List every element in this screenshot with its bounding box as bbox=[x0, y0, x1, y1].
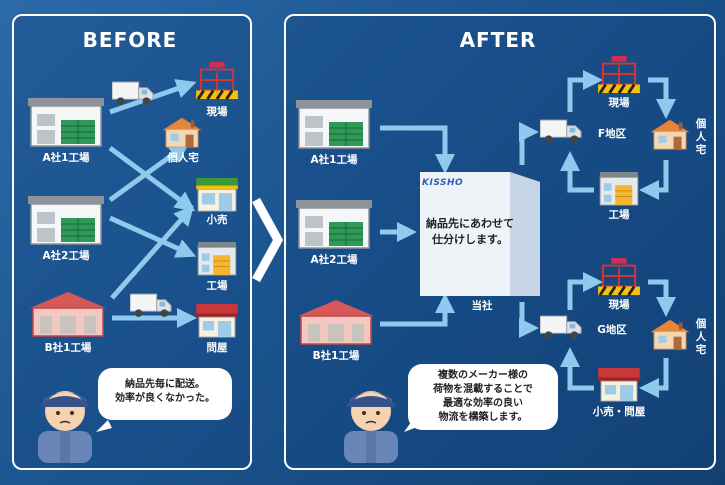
before-dest-house-label: 個人宅 bbox=[167, 152, 199, 164]
before-dest-site-label: 現場 bbox=[206, 106, 228, 118]
arrow-b1-retail bbox=[110, 205, 194, 300]
arrow-a1-hub bbox=[380, 125, 455, 174]
arrow-a1-retail bbox=[108, 145, 196, 212]
before-speech-bubble: 納品先毎に配送。 効率が良くなかった。 bbox=[98, 368, 232, 420]
region-f-site-label: 現場 bbox=[608, 97, 630, 109]
factory-a1-icon bbox=[296, 100, 372, 149]
arrow-g-truck-site bbox=[567, 272, 603, 310]
retail-wholesale-icon bbox=[598, 368, 640, 402]
convenience-store-icon bbox=[196, 178, 238, 212]
arrow-f-truck-site bbox=[567, 70, 603, 112]
hub-brand-logo: KISSHO bbox=[422, 178, 464, 188]
arrow-b1-hub bbox=[380, 293, 455, 327]
speech-line: 複数のメーカー様の bbox=[438, 370, 528, 381]
after-speech-bubble: 複数のメーカー様の 荷物を混載することで 最適な効率の良い 物流を構築します。 bbox=[408, 364, 558, 430]
truck-icon bbox=[112, 81, 154, 106]
speech-line: 最適な効率の良い bbox=[443, 398, 523, 409]
wholesale-store-icon bbox=[196, 304, 238, 338]
hub-description: 納品先にあわせて 仕分けします。 bbox=[420, 216, 520, 248]
hub-warehouse-box bbox=[420, 172, 540, 296]
plant-icon bbox=[197, 242, 237, 276]
factory-a2-icon bbox=[296, 200, 372, 249]
before-dest-wholesale-label: 問屋 bbox=[206, 342, 228, 354]
before-dest-retail-label: 小売 bbox=[206, 214, 228, 226]
arrow-hub-f bbox=[518, 122, 539, 165]
arrow-g-house-shop bbox=[639, 358, 669, 398]
bubble-tail bbox=[96, 420, 112, 432]
factory-a2-icon bbox=[28, 196, 104, 245]
hub-text-line: 仕分けします。 bbox=[432, 233, 508, 246]
region-g-name: G地区 bbox=[597, 324, 627, 336]
warehouse-b1-icon bbox=[298, 300, 374, 345]
arrow-f-house-plant bbox=[639, 160, 669, 200]
before-dest-plant-label: 工場 bbox=[206, 280, 228, 292]
after-source-a2-label: A社2工場 bbox=[310, 254, 358, 266]
construction-site-f-icon bbox=[598, 56, 640, 94]
arrow-a2-house bbox=[108, 142, 190, 203]
construction-site-icon bbox=[196, 62, 238, 100]
worker-confident-icon bbox=[343, 390, 399, 464]
arrow-f-site-house bbox=[648, 77, 676, 119]
arrow-g-site-house bbox=[648, 279, 676, 317]
house-icon bbox=[162, 117, 202, 148]
speech-line: 物流を構築します。 bbox=[438, 412, 528, 423]
region-f-plant-label: 工場 bbox=[608, 209, 630, 221]
warehouse-b1-icon bbox=[30, 292, 106, 337]
truck-icon bbox=[130, 293, 172, 318]
arrow-g-shop-truck bbox=[560, 347, 594, 391]
arrow-f-plant-truck bbox=[560, 151, 594, 193]
after-source-b1-label: B社1工場 bbox=[312, 350, 360, 362]
speech-line: 納品先毎に配送。 bbox=[125, 379, 205, 390]
region-f-name: F地区 bbox=[597, 128, 627, 140]
before-source-a2-label: A社2工場 bbox=[42, 250, 90, 262]
plant-f-icon bbox=[599, 172, 639, 206]
hub-label: 当社 bbox=[471, 300, 493, 312]
speech-line: 効率が良くなかった。 bbox=[115, 393, 215, 404]
region-g-site-label: 現場 bbox=[608, 299, 630, 311]
region-g-house-label: 個人宅 bbox=[695, 318, 707, 356]
truck-f-icon bbox=[540, 119, 582, 144]
worker-worried-icon bbox=[37, 390, 93, 464]
next-chevron-icon bbox=[252, 197, 284, 283]
factory-a1-icon bbox=[28, 98, 104, 147]
before-title: BEFORE bbox=[82, 28, 178, 52]
region-g-shop-label: 小売・問屋 bbox=[592, 406, 646, 418]
speech-line: 荷物を混載することで bbox=[433, 384, 533, 395]
arrow-hub-g bbox=[518, 302, 539, 338]
house-g-icon bbox=[650, 319, 690, 350]
after-title: AFTER bbox=[459, 28, 537, 52]
truck-g-icon bbox=[540, 315, 582, 340]
house-f-icon bbox=[650, 119, 690, 150]
region-f-house-label: 個人宅 bbox=[695, 118, 707, 156]
hub-text-line: 納品先にあわせて bbox=[426, 217, 514, 230]
before-source-a1-label: A社1工場 bbox=[42, 152, 90, 164]
before-source-b1-label: B社1工場 bbox=[44, 342, 92, 354]
after-source-a1-label: A社1工場 bbox=[310, 154, 358, 166]
arrow-a2-plant bbox=[108, 215, 197, 258]
construction-site-g-icon bbox=[598, 258, 640, 296]
